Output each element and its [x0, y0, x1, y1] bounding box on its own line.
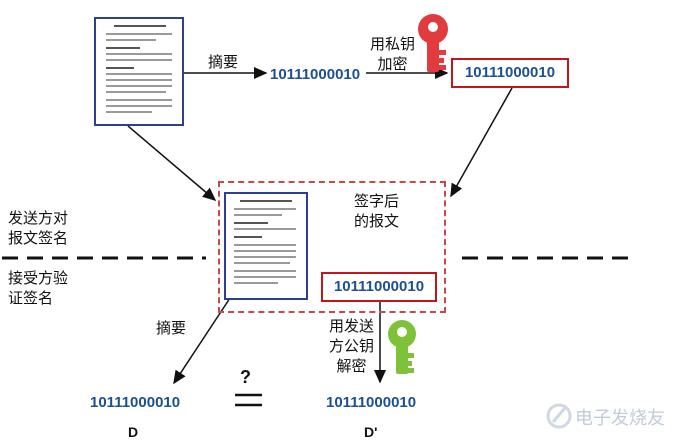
arrow-signed-doc-to-receiver-digest: [173, 294, 233, 385]
watermark-text: 电子发烧友: [575, 408, 665, 429]
signed-document-icon: [224, 192, 308, 300]
decrypt-public-label: 用发送 方公钥 解密: [329, 316, 374, 376]
encrypted-digest-box: 10111000010: [451, 58, 569, 88]
signature-bits: 10111000010: [333, 278, 425, 295]
signature-box: 10111000010: [321, 272, 437, 302]
decrypt-public-line2: 方公钥: [329, 337, 375, 355]
d-prime-label: D': [364, 424, 378, 440]
arrow-doc-to-signed: [127, 125, 217, 201]
decrypt-public-line3: 解密: [336, 357, 367, 375]
original-document-icon: [94, 17, 184, 126]
encrypt-private-line1: 用私钥: [370, 35, 416, 53]
encrypt-private-label: 用私钥 加密: [370, 34, 415, 74]
d-label: D: [128, 424, 139, 440]
watermark-logo-icon: [546, 403, 572, 429]
digest-label-top: 摘要: [208, 53, 239, 71]
signed-message-line2: 的报文: [354, 212, 400, 230]
signed-message-box: [218, 181, 446, 313]
watermark: 电子发烧友: [545, 398, 670, 438]
sender-sign-line1: 发送方对: [8, 209, 69, 227]
digest-label-bottom: 摘要: [156, 319, 187, 337]
signed-message-line1: 签字后: [354, 192, 400, 210]
arrow-encrypted-to-signed: [450, 87, 513, 198]
signed-message-label: 签字后 的报文: [354, 191, 399, 231]
receiver-digest-bits: 10111000010: [90, 394, 181, 411]
question-mark: ?: [240, 367, 251, 387]
receiver-verify-line1: 接受方验: [8, 269, 69, 287]
decrypt-public-line1: 用发送: [329, 317, 375, 335]
decrypted-digest-bits: 10111000010: [326, 394, 417, 411]
digest-bits: 10111000010: [270, 66, 361, 83]
sender-sign-line2: 报文签名: [8, 229, 69, 247]
receiver-verify-label: 接受方验 证签名: [8, 268, 68, 308]
sender-sign-label: 发送方对 报文签名: [8, 208, 68, 248]
receiver-verify-line2: 证签名: [8, 289, 54, 307]
encrypted-digest-bits: 10111000010: [464, 64, 556, 81]
encrypt-private-line2: 加密: [377, 55, 408, 73]
